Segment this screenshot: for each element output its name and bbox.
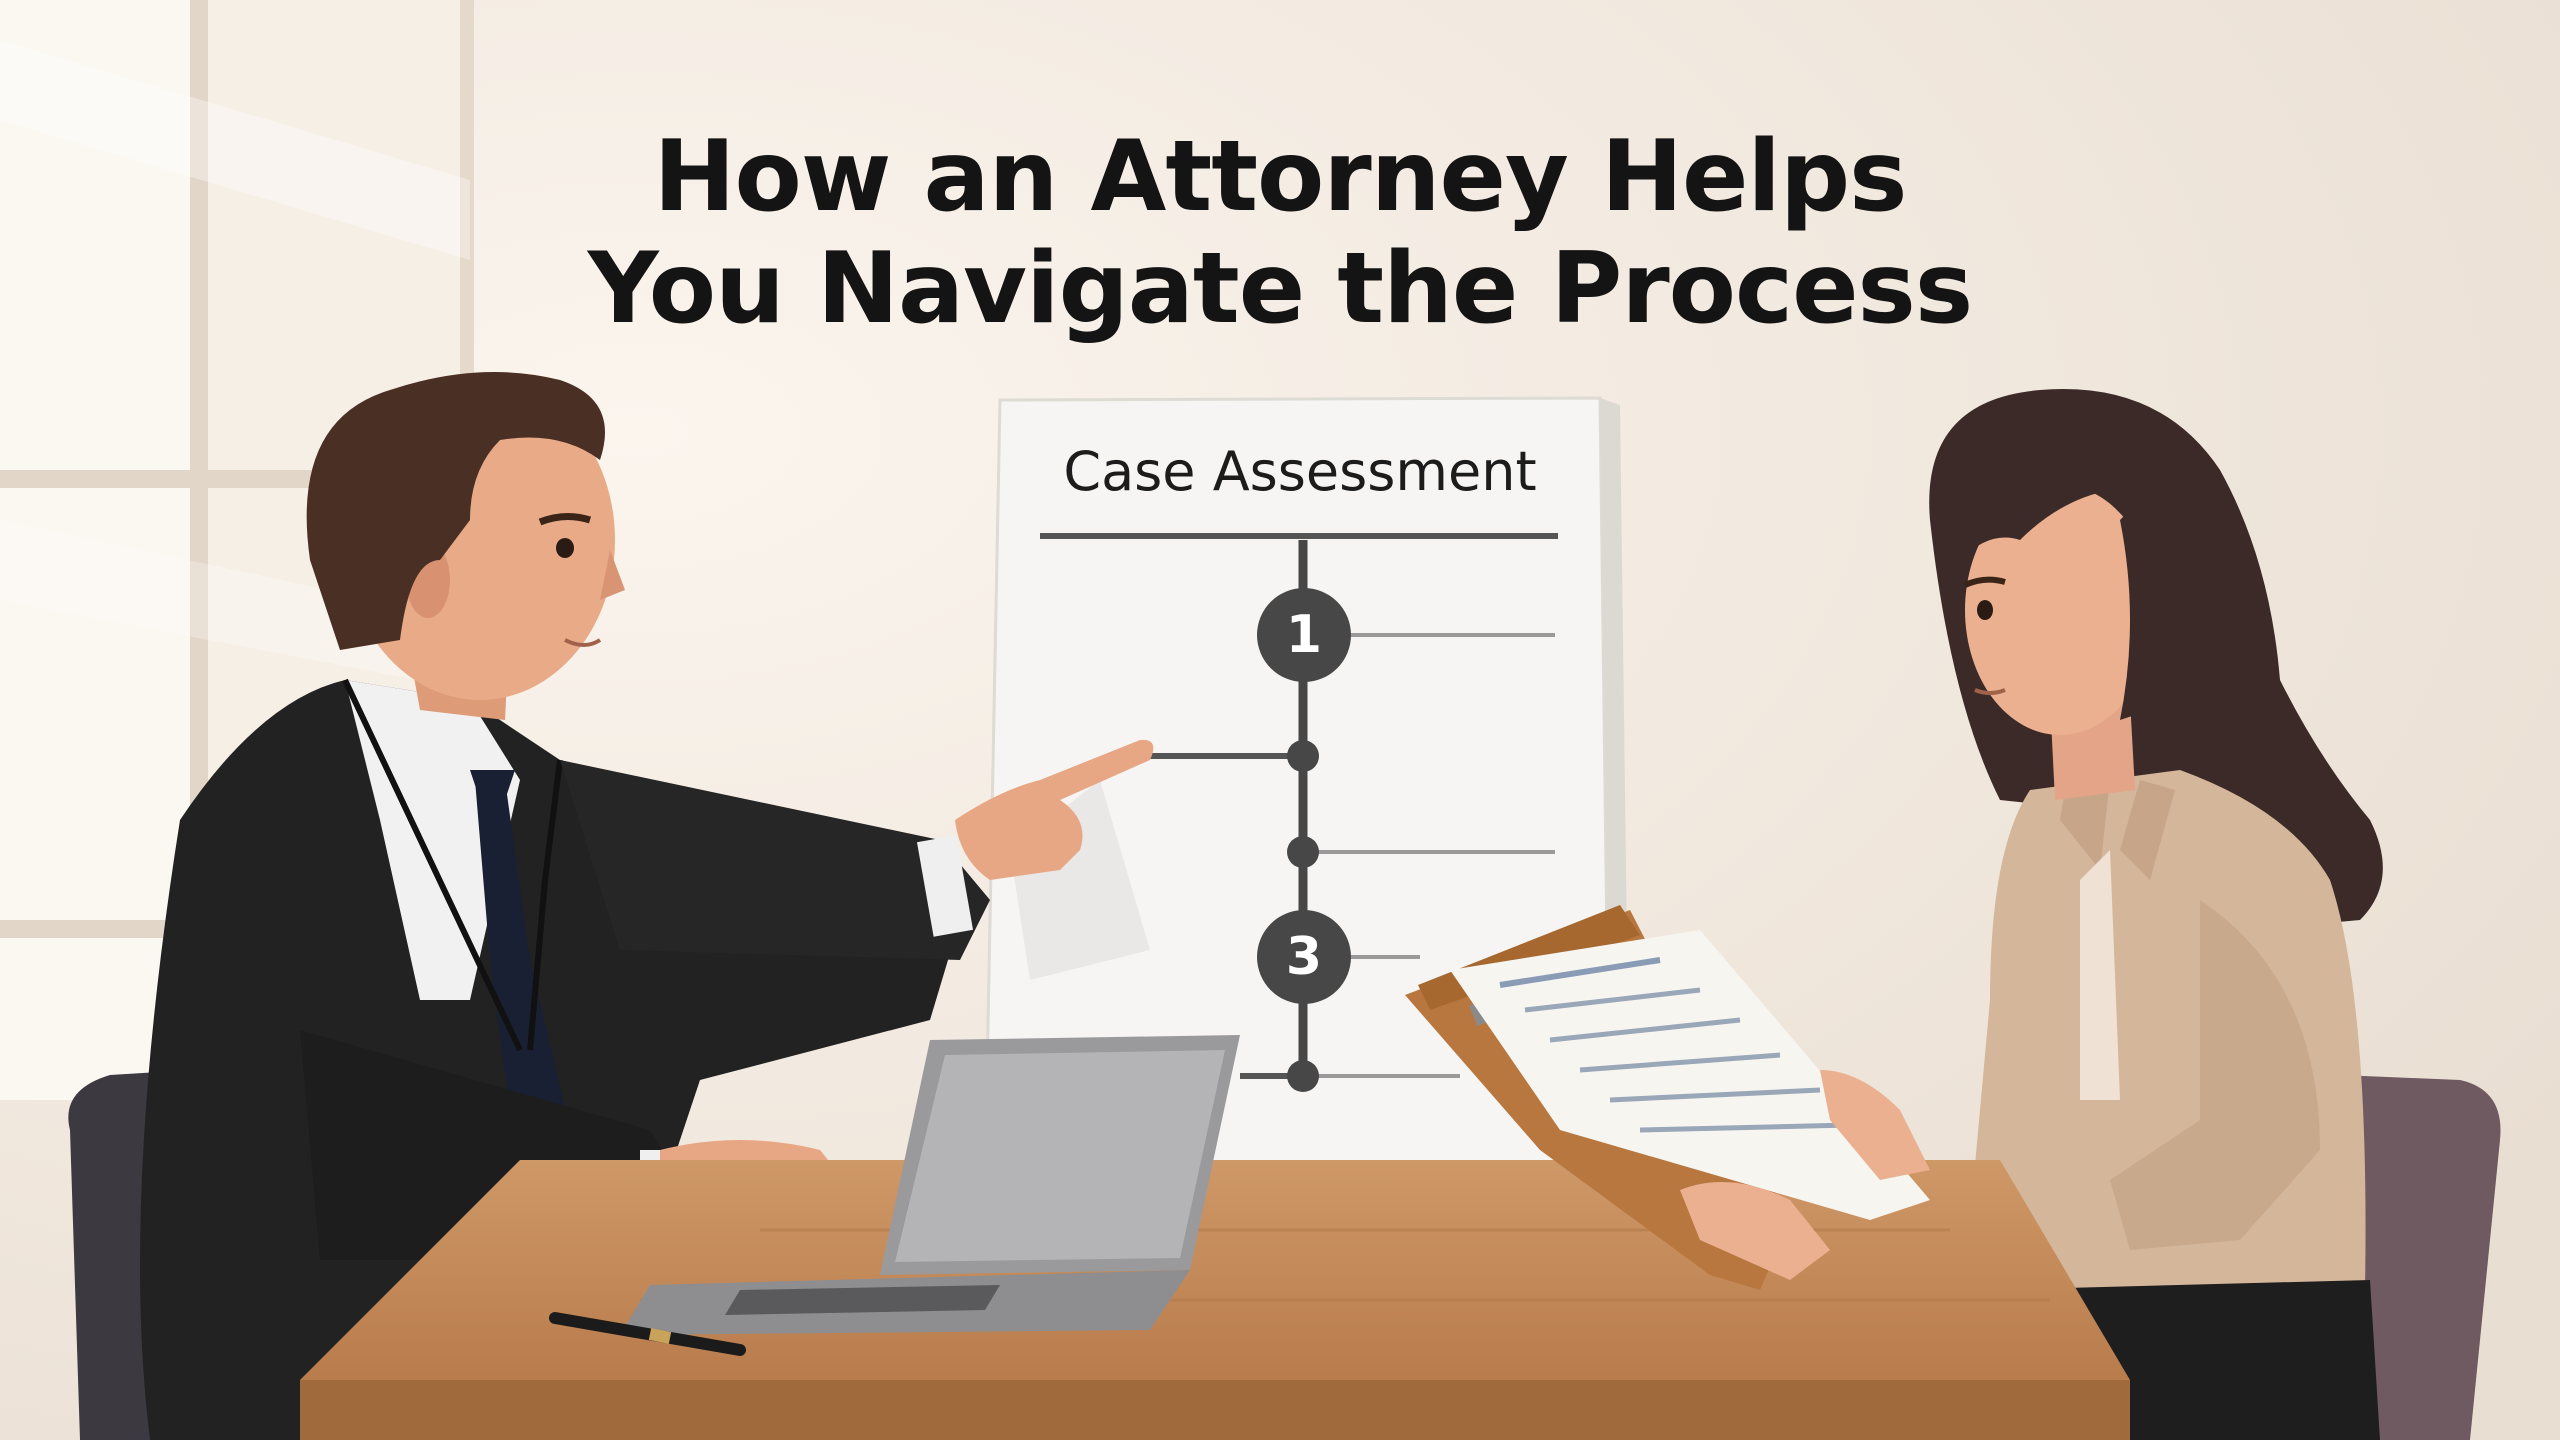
step-number-3: 3: [1285, 927, 1323, 987]
laptop-icon: [620, 1035, 1240, 1335]
client-figure: [1929, 389, 2383, 1440]
page-title-line-1: How an Attorney Helps: [653, 120, 1908, 234]
attorney-figure: [140, 372, 1154, 1440]
step-marker-3: [1257, 910, 1351, 1004]
clipboard-icon: [1405, 905, 1930, 1290]
flipchart-heading: Case Assessment: [1063, 440, 1537, 503]
step-marker-1: [1257, 588, 1351, 682]
pen-icon: [549, 1312, 746, 1356]
step-number-1: 1: [1285, 605, 1323, 665]
page-title-line-2: You Navigate the Process: [587, 232, 1973, 346]
